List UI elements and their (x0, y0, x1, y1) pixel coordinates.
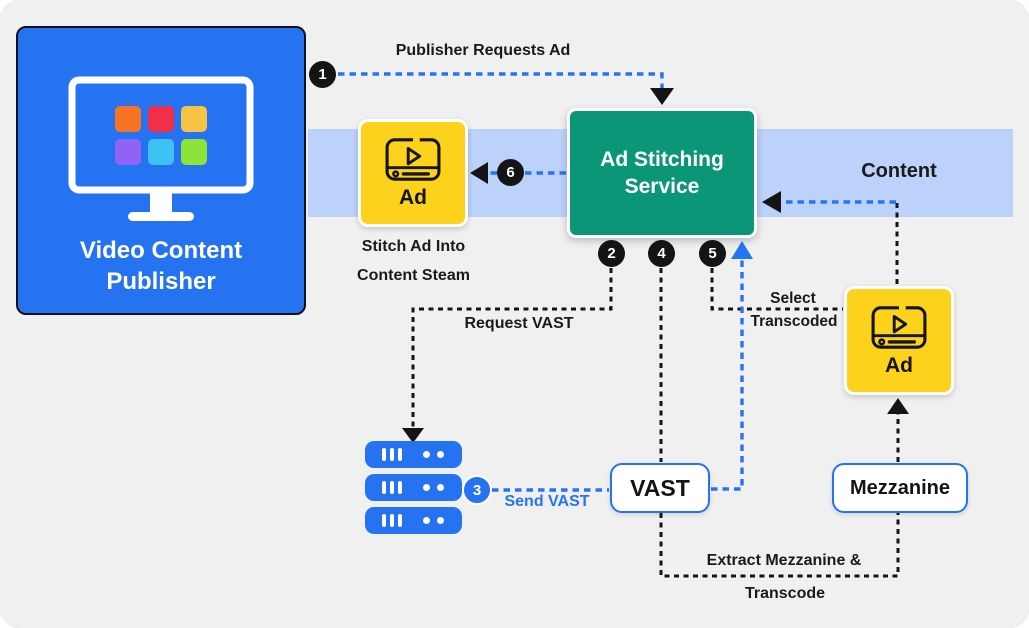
publisher-label-line1: Video Content (79, 237, 243, 264)
publisher-label-line2: Publisher (106, 267, 216, 295)
stitch-caption-line2: Content Steam (357, 266, 470, 284)
content-label: Content (861, 160, 937, 182)
server-row (365, 507, 462, 534)
step-badge-2: 2 (598, 240, 625, 267)
step1-connector (338, 72, 664, 88)
vast-arrowhead-icon (731, 241, 753, 259)
vast-to-service-connector (711, 259, 744, 491)
content-arrowhead-icon (762, 191, 781, 213)
publisher-label: Video Content Publisher (18, 236, 304, 297)
transcode-label: Transcode (744, 585, 826, 602)
video-content-publisher-box: Video Content Publisher (16, 26, 306, 315)
server-row (365, 474, 462, 501)
transcoded-ad-box: Ad (844, 286, 954, 395)
step6-arrowhead-icon (470, 162, 488, 184)
stitched-ad-box: Ad (358, 119, 468, 227)
step-badge-5: 5 (699, 240, 726, 267)
service-label-line1: Ad Stitching (600, 147, 724, 171)
video-player-icon (871, 304, 927, 349)
right-ad-label: Ad (885, 353, 913, 377)
step5-connector (710, 268, 843, 311)
step4-lower-connector (659, 513, 900, 578)
video-player-icon (385, 136, 441, 181)
step-badge-4: 4 (648, 240, 675, 267)
service-label-line2: Service (624, 175, 700, 198)
select-label: Select (770, 290, 816, 307)
vast-box: VAST (610, 463, 710, 513)
service-label: Ad Stitching Service (600, 146, 724, 201)
mezzanine-box: Mezzanine (832, 463, 968, 513)
publisher-requests-ad-label: Publisher Requests Ad (395, 42, 571, 59)
transcoded-label: Transcoded (750, 313, 838, 330)
step-badge-1: 1 (309, 61, 336, 88)
server-stack-icon (365, 441, 462, 540)
step-badge-3: 3 (462, 475, 492, 505)
left-ad-label: Ad (399, 186, 427, 209)
request-vast-label: Request VAST (464, 315, 574, 332)
step2-connector (411, 268, 613, 430)
stitch-caption: Stitch Ad Into Content Steam (336, 233, 491, 291)
extract-mezzanine-label: Extract Mezzanine & (706, 552, 862, 569)
step1-arrowhead-icon (650, 88, 674, 105)
ad-stitching-service-box: Ad Stitching Service (567, 108, 757, 238)
stitch-caption-line1: Stitch Ad Into (361, 238, 466, 255)
step2-arrowhead-icon (402, 428, 424, 443)
server-row (365, 441, 462, 468)
send-vast-label: Send VAST (504, 493, 590, 510)
mezzanine-arrowhead-icon (887, 398, 909, 414)
monitor-icon (68, 76, 254, 221)
step-badge-6: 6 (497, 159, 524, 186)
